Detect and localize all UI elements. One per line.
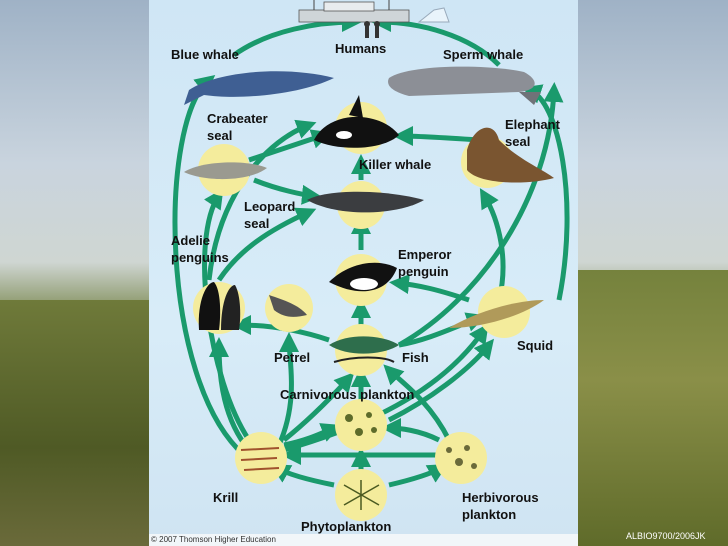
herbivorous-plankton-node <box>435 432 487 484</box>
krill-shape <box>240 447 280 471</box>
label-crabeater-seal: Crabeater seal <box>207 111 268 143</box>
arrow-spermwhale-humans <box>371 12 501 67</box>
label-leopard-seal: Leopard seal <box>244 199 296 231</box>
fish-shape <box>329 336 399 354</box>
animal-silhouettes <box>184 95 554 510</box>
arrow-phyto-krill <box>270 464 335 488</box>
arrow-squid-spermwhale <box>521 84 570 301</box>
arrow-phyto-herbplankton <box>388 464 448 488</box>
label-sperm-whale: Sperm whale <box>443 47 524 62</box>
arrow-crabeater-leopard <box>253 177 322 205</box>
ship-illustration <box>298 0 450 38</box>
adelie-penguin-shape-2 <box>221 285 241 330</box>
phytoplankton-shape <box>343 480 380 510</box>
label-blue-whale: Blue whale <box>171 47 239 62</box>
carnivorous-plankton-node <box>335 399 387 451</box>
background-hills-left <box>0 300 160 546</box>
reference-code: ALBIO9700/2006JK <box>626 531 706 541</box>
sperm-whale-illustration <box>388 66 541 105</box>
herbivorous-plankton-shape <box>446 445 477 469</box>
arrow-krill-petrel <box>276 332 300 447</box>
label-elephant-seal: Elephant seal <box>505 117 560 149</box>
squid-shape <box>449 300 544 328</box>
arrow-herbplankton-fish <box>383 364 452 442</box>
food-web-diagram <box>172 0 570 521</box>
label-squid: Squid <box>517 338 554 353</box>
arrow-krill-bluewhale <box>172 74 246 457</box>
elephant-seal-shape <box>467 127 554 183</box>
label-fish: Fish <box>402 350 429 365</box>
label-humans: Humans <box>335 41 387 56</box>
label-phytoplankton: Phytoplankton <box>301 519 392 534</box>
copyright-credit: © 2007 Thomson Higher Education <box>149 534 578 546</box>
leopard-seal-shape <box>307 191 424 213</box>
arrow-krill-carnplankton <box>283 423 342 448</box>
energy-arrows <box>172 12 570 488</box>
background-hills-right <box>578 270 728 546</box>
blue-whale-illustration <box>184 71 334 105</box>
arrow-krill-fish <box>282 372 355 442</box>
label-herbivorous-plankton: Herbivorous plankton <box>462 490 539 522</box>
arrow-herbplankton-carnplankton <box>381 418 441 443</box>
label-krill: Krill <box>213 490 239 505</box>
label-petrel: Petrel <box>274 350 311 365</box>
label-emperor-penguin: Emperor penguin <box>398 247 452 279</box>
carnivorous-plankton-shape <box>345 412 377 436</box>
arrow-adelie-leopard <box>216 207 317 282</box>
adelie-penguin-shape-1 <box>198 282 221 330</box>
emperor-penguin-shape <box>329 262 397 292</box>
arrow-elephant-killerwhale <box>393 126 480 147</box>
crabeater-seal-shape <box>184 162 267 180</box>
arrow-fish-spermwhale <box>397 82 564 348</box>
arrow-carnplankton-squid <box>387 338 494 423</box>
label-carnivorous-plankton: Carnivorous plankton <box>280 387 415 402</box>
killer-whale-shape <box>314 116 399 148</box>
petrel-shape <box>269 295 307 317</box>
label-killer-whale: Killer whale <box>359 157 432 172</box>
arrow-krill-adelie <box>209 337 251 452</box>
food-web-panel: Humans Blue whale Sperm whale Crabeater … <box>149 0 578 546</box>
label-adelie-penguins: Adelie penguins <box>171 233 229 265</box>
